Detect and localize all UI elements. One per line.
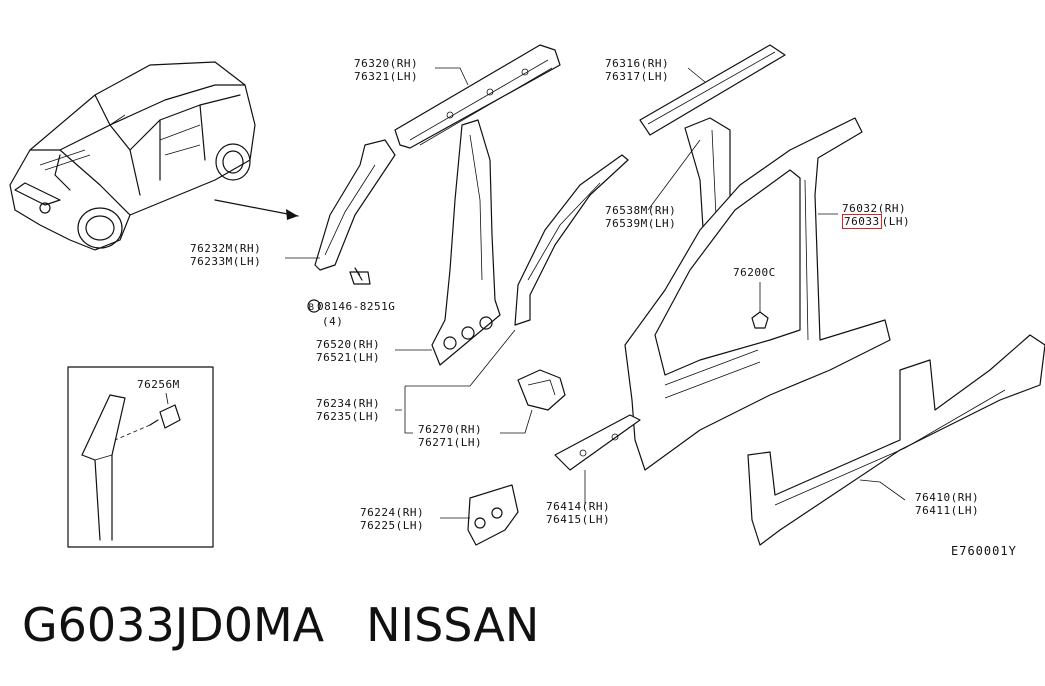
vehicle-illustration [9,61,256,251]
label-08146-qty: (4) [322,315,344,328]
label-76410: 76410(RH) 76411(LH) [915,491,979,517]
part-sill-inner [554,414,641,471]
label-76270-lh: 76271(LH) [418,436,483,449]
footer-caption: G6033JD0MA NISSAN [22,598,581,652]
arrow [214,199,299,220]
label-76520-rh: 76520(RH) [316,338,381,351]
leader-lines [165,67,906,519]
label-76316: 76316(RH) 76317(LH) [605,57,669,83]
bolt-symbol-icon [307,299,321,313]
label-76032-rh: 76032(RH) [842,202,907,215]
label-76224-lh: 76225(LH) [360,519,425,532]
label-76224: 76224(RH) 76225(LH) [360,506,424,532]
part-front-pillar [314,139,396,285]
label-76316-lh: 76317(LH) [605,70,670,83]
label-76410-rh: 76410(RH) [915,491,980,504]
label-76033-suffix: (LH) [881,215,911,228]
label-76414-rh: 76414(RH) [546,500,611,513]
part-center-pillar-inner [431,119,501,366]
label-76414: 76414(RH) 76415(LH) [546,500,610,526]
label-76033-lh: 76033(LH) [842,214,911,229]
highlighted-part-number[interactable]: 76033 [842,214,882,229]
label-76538m-rh: 76538M(RH) [605,204,677,217]
label-76234-rh: 76234(RH) [316,397,381,410]
label-76410-lh: 76411(LH) [915,504,980,517]
label-76232m-rh: 76232M(RH) [190,242,262,255]
label-76200c: 76200C [733,266,776,279]
label-76270-rh: 76270(RH) [418,423,483,436]
part-center-pillar-reinforcement [514,154,629,326]
part-roof-side-rail [639,44,786,136]
label-08146-code: 08146-8251G [317,300,396,313]
label-76520-lh: 76521(LH) [316,351,381,364]
bolt-symbol-letter: B [308,303,315,313]
part-body-side-outer [624,117,891,471]
label-76320-rh: 76320(RH) [354,57,419,70]
part-pillar-bracket [517,369,566,411]
label-76520: 76520(RH) 76521(LH) [316,338,380,364]
footer-part-number: G6033JD0MA [22,598,325,652]
label-76316-rh: 76316(RH) [605,57,670,70]
part-roof-rail-inner [394,44,561,149]
part-sill-outer [747,334,1045,546]
parts-diagram [9,44,1045,548]
inset-detail [67,366,214,548]
label-76232m-lh: 76233M(LH) [190,255,262,268]
label-76234-lh: 76235(LH) [316,410,381,423]
label-76032: 76032(RH) 76033(LH) [842,202,911,229]
label-76320-lh: 76321(LH) [354,70,419,83]
label-76538m-lh: 76539M(LH) [605,217,677,230]
part-reinforcement-plate [467,484,519,546]
label-76320: 76320(RH) 76321(LH) [354,57,418,83]
label-76538m: 76538M(RH) 76539M(LH) [605,204,676,230]
footer-brand: NISSAN [366,598,540,652]
label-76270: 76270(RH) 76271(LH) [418,423,482,449]
diagram-code: E760001Y [951,544,1017,558]
label-76414-lh: 76415(LH) [546,513,611,526]
label-76234: 76234(RH) 76235(LH) [316,397,380,423]
label-76224-rh: 76224(RH) [360,506,425,519]
label-76256m: 76256M [137,378,180,391]
label-76232m: 76232M(RH) 76233M(LH) [190,242,261,268]
